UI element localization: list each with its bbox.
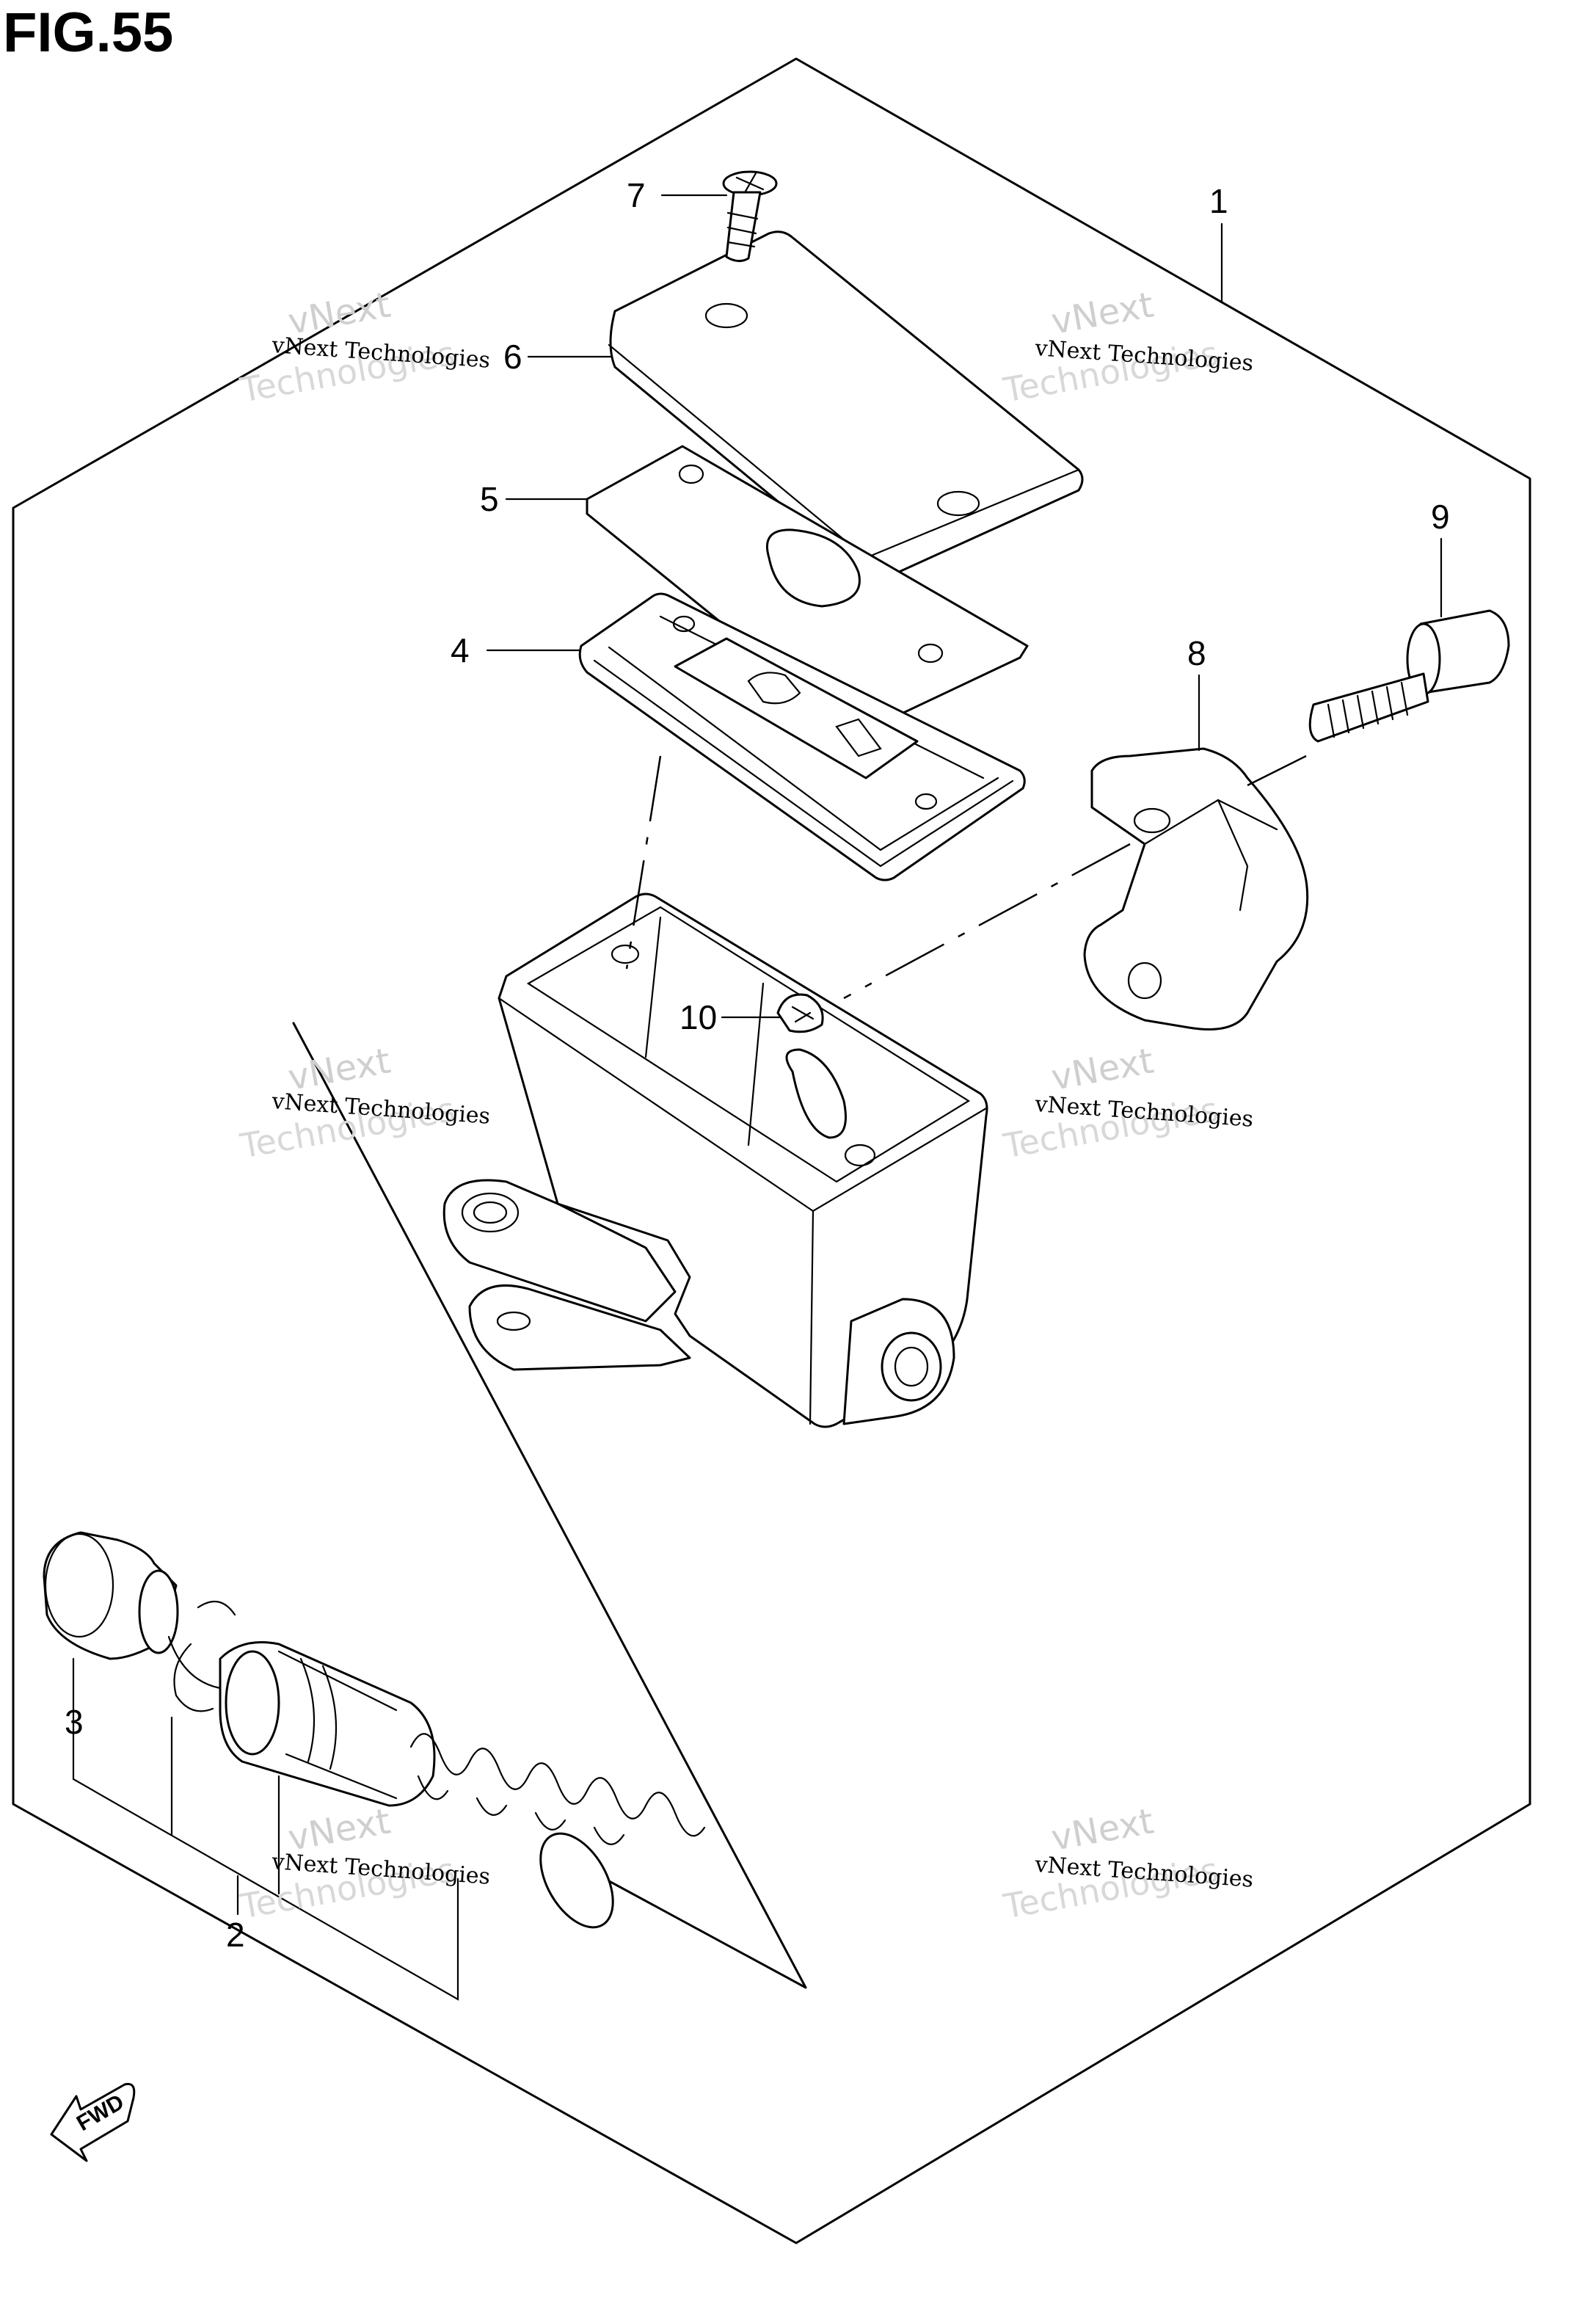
- piston-assembly: [43, 1531, 706, 1929]
- align-line-diaphragm: [625, 755, 662, 970]
- callout-10: 10: [679, 998, 717, 1036]
- cap-screw: [722, 170, 778, 262]
- callout-7: 7: [627, 176, 646, 214]
- reservoir-cap: [608, 230, 1084, 580]
- callout-3: 3: [65, 1703, 84, 1741]
- fwd-arrow-icon: FWD: [50, 2082, 136, 2162]
- assembly-outline: [12, 57, 1531, 2244]
- callout-1: 1: [1209, 182, 1228, 220]
- watermark-brand: vNext: [1048, 284, 1156, 343]
- piston-kit-outline: [292, 1022, 807, 1989]
- callout-4: 4: [451, 631, 470, 669]
- watermark-brand: vNext: [1048, 1040, 1156, 1099]
- master-cylinder-body: [442, 893, 988, 1428]
- callout-8: 8: [1187, 634, 1206, 672]
- callout-9: 9: [1431, 498, 1450, 536]
- leader-lines: [72, 194, 1443, 2001]
- align-line-bolt: [1247, 755, 1307, 787]
- callout-6: 6: [503, 338, 522, 376]
- callout-2: 2: [226, 1916, 245, 1954]
- callout-labels: 1 2 3 4 5 6 7 8 9 10: [65, 176, 1450, 1954]
- align-line-holder: [843, 843, 1131, 1000]
- watermark-brand: vNext: [1048, 1800, 1156, 1859]
- diaphragm-plate: [586, 445, 1029, 735]
- holder-clamp: [1083, 747, 1309, 1030]
- holder-bolt: [1308, 609, 1510, 743]
- diaphragm: [578, 592, 1026, 881]
- boot-cap: [776, 993, 824, 1033]
- figure-title: FIG.55: [3, 1, 174, 64]
- callout-5: 5: [480, 480, 499, 518]
